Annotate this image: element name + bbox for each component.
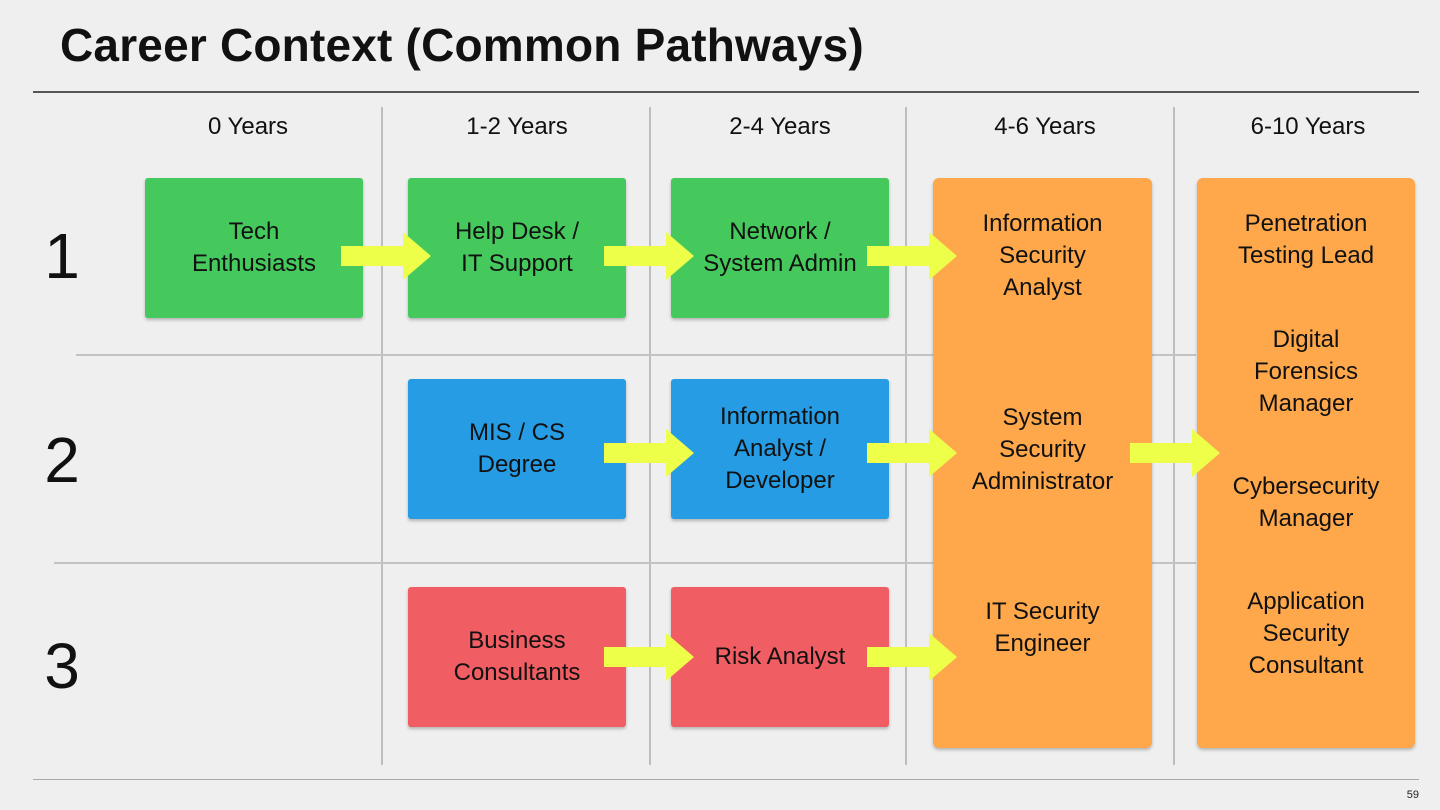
arrow-right-icon: [604, 429, 694, 477]
arrow-right-icon: [867, 429, 957, 477]
grid-line-vertical: [905, 107, 907, 765]
column-header-6-10-years: 6-10 Years: [1250, 113, 1366, 140]
box-risk-analyst: Risk Analyst: [671, 587, 889, 727]
column-header-2-4-years: 2-4 Years: [729, 113, 831, 140]
column-header-1-2-years: 1-2 Years: [466, 113, 568, 140]
column-header-0-years: 0 Years: [207, 113, 289, 140]
role-digital-forensics-manager: Digital Forensics Manager: [1253, 326, 1359, 417]
arrow-right-icon: [604, 232, 694, 280]
box-business-consultants: Business Consultants: [408, 587, 626, 727]
footer-divider: [33, 779, 1419, 780]
column-header-4-6-years: 4-6 Years: [994, 113, 1096, 140]
arrow-right-icon: [1130, 429, 1220, 477]
box-senior-security-roles: Penetration Testing Lead Digital Forensi…: [1197, 178, 1415, 748]
box-label: Business Consultants: [453, 627, 581, 686]
role-system-security-administrator: System Security Administrator: [971, 404, 1114, 495]
box-label: Network / System Admin: [703, 218, 857, 277]
grid-line-vertical: [1173, 107, 1175, 765]
page-number: 59: [1406, 789, 1419, 801]
box-label: Tech Enthusiasts: [191, 218, 317, 277]
role-it-security-engineer: IT Security Engineer: [985, 598, 1100, 657]
arrow-right-icon: [867, 633, 957, 681]
row-label-1: 1: [44, 220, 80, 292]
row-label-2: 2: [44, 424, 80, 496]
role-application-security-consultant: Application Security Consultant: [1247, 588, 1365, 679]
box-tech-enthusiasts: Tech Enthusiasts: [145, 178, 363, 318]
grid-line-horizontal: [54, 562, 1196, 564]
box-network-admin: Network / System Admin: [671, 178, 889, 318]
box-mid-level-security-roles: Information Security Analyst System Secu…: [933, 178, 1152, 748]
box-help-desk: Help Desk / IT Support: [408, 178, 626, 318]
row-label-3: 3: [44, 630, 80, 702]
arrow-right-icon: [604, 633, 694, 681]
box-label: Information Analyst / Developer: [719, 403, 841, 494]
grid-line-horizontal: [76, 354, 1196, 356]
role-cybersecurity-manager: Cybersecurity Manager: [1232, 473, 1380, 532]
grid-line-vertical: [649, 107, 651, 765]
box-information-analyst-developer: Information Analyst / Developer: [671, 379, 889, 519]
title-divider: [33, 91, 1419, 93]
arrow-right-icon: [867, 232, 957, 280]
role-penetration-testing-lead: Penetration Testing Lead: [1237, 210, 1375, 269]
slide-title: Career Context (Common Pathways): [60, 19, 864, 71]
box-mis-cs-degree: MIS / CS Degree: [408, 379, 626, 519]
box-label: MIS / CS Degree: [468, 419, 565, 478]
arrow-right-icon: [341, 232, 431, 280]
grid-line-vertical: [381, 107, 383, 765]
role-information-security-analyst: Information Security Analyst: [982, 210, 1103, 301]
box-label: Risk Analyst: [714, 643, 846, 670]
box-label: Help Desk / IT Support: [454, 218, 580, 277]
